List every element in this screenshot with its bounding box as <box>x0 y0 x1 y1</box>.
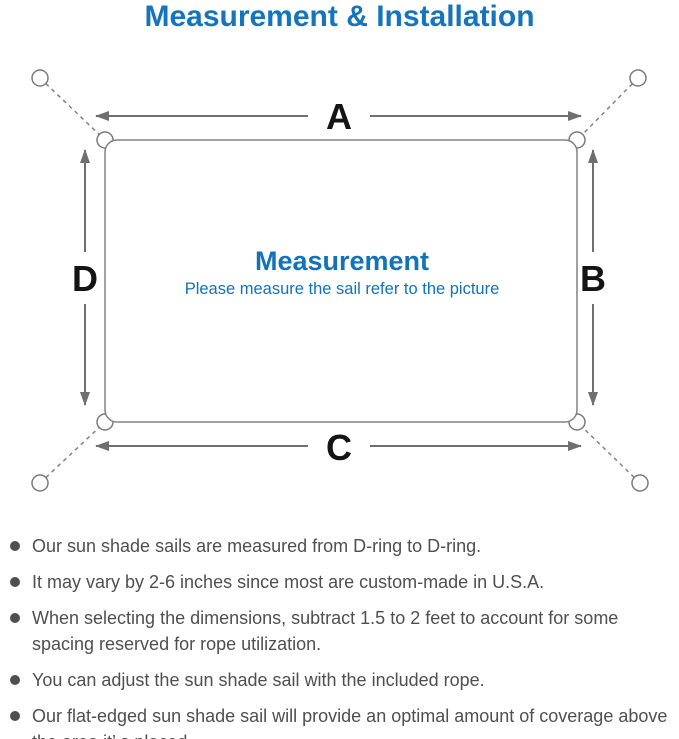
bullet-icon <box>10 675 20 685</box>
diagram-center-title: Measurement <box>255 246 429 276</box>
d-ring-bottom-left-icon <box>31 474 49 492</box>
d-rings <box>31 69 649 492</box>
measurement-diagram: A B C D Measurement Please measure the s… <box>31 69 649 492</box>
rope-line-bottom-left <box>39 421 106 484</box>
d-ring-top-right-icon <box>629 69 647 87</box>
rope-dashed-lines <box>39 77 641 484</box>
rope-line-bottom-right <box>576 421 641 484</box>
d-ring-top-left-icon <box>31 69 49 87</box>
bullet-icon <box>10 711 20 721</box>
list-item: It may vary by 2-6 inches since most are… <box>0 569 671 595</box>
note-text: When selecting the dimensions, subtract … <box>32 608 619 654</box>
dim-label-a: A <box>326 96 352 137</box>
list-item: You can adjust the sun shade sail with t… <box>0 667 671 693</box>
dim-label-c: C <box>326 427 352 468</box>
note-text: Our sun shade sails are measured from D-… <box>32 536 482 556</box>
diagram-center-subtitle: Please measure the sail refer to the pic… <box>185 280 500 298</box>
note-text: You can adjust the sun shade sail with t… <box>32 670 485 690</box>
list-item: Our flat-edged sun shade sail will provi… <box>0 703 671 739</box>
sail-outline <box>104 139 578 423</box>
note-text: It may vary by 2-6 inches since most are… <box>32 572 545 592</box>
page-title: Measurement & Installation <box>144 0 535 33</box>
d-ring-bottom-right-icon <box>631 474 649 492</box>
rope-line-top-right <box>576 77 639 141</box>
bullet-icon <box>10 613 20 623</box>
bullet-icon <box>10 577 20 587</box>
list-item: When selecting the dimensions, subtract … <box>0 605 671 657</box>
rope-line-top-left <box>39 77 106 141</box>
note-text: Our flat-edged sun shade sail will provi… <box>32 706 668 739</box>
notes-list: Our sun shade sails are measured from D-… <box>0 533 675 739</box>
dim-label-d: D <box>72 258 98 299</box>
bullet-icon <box>10 541 20 551</box>
list-item: Our sun shade sails are measured from D-… <box>0 533 671 559</box>
dimension-arrows <box>80 111 598 451</box>
dim-label-b: B <box>580 258 606 299</box>
